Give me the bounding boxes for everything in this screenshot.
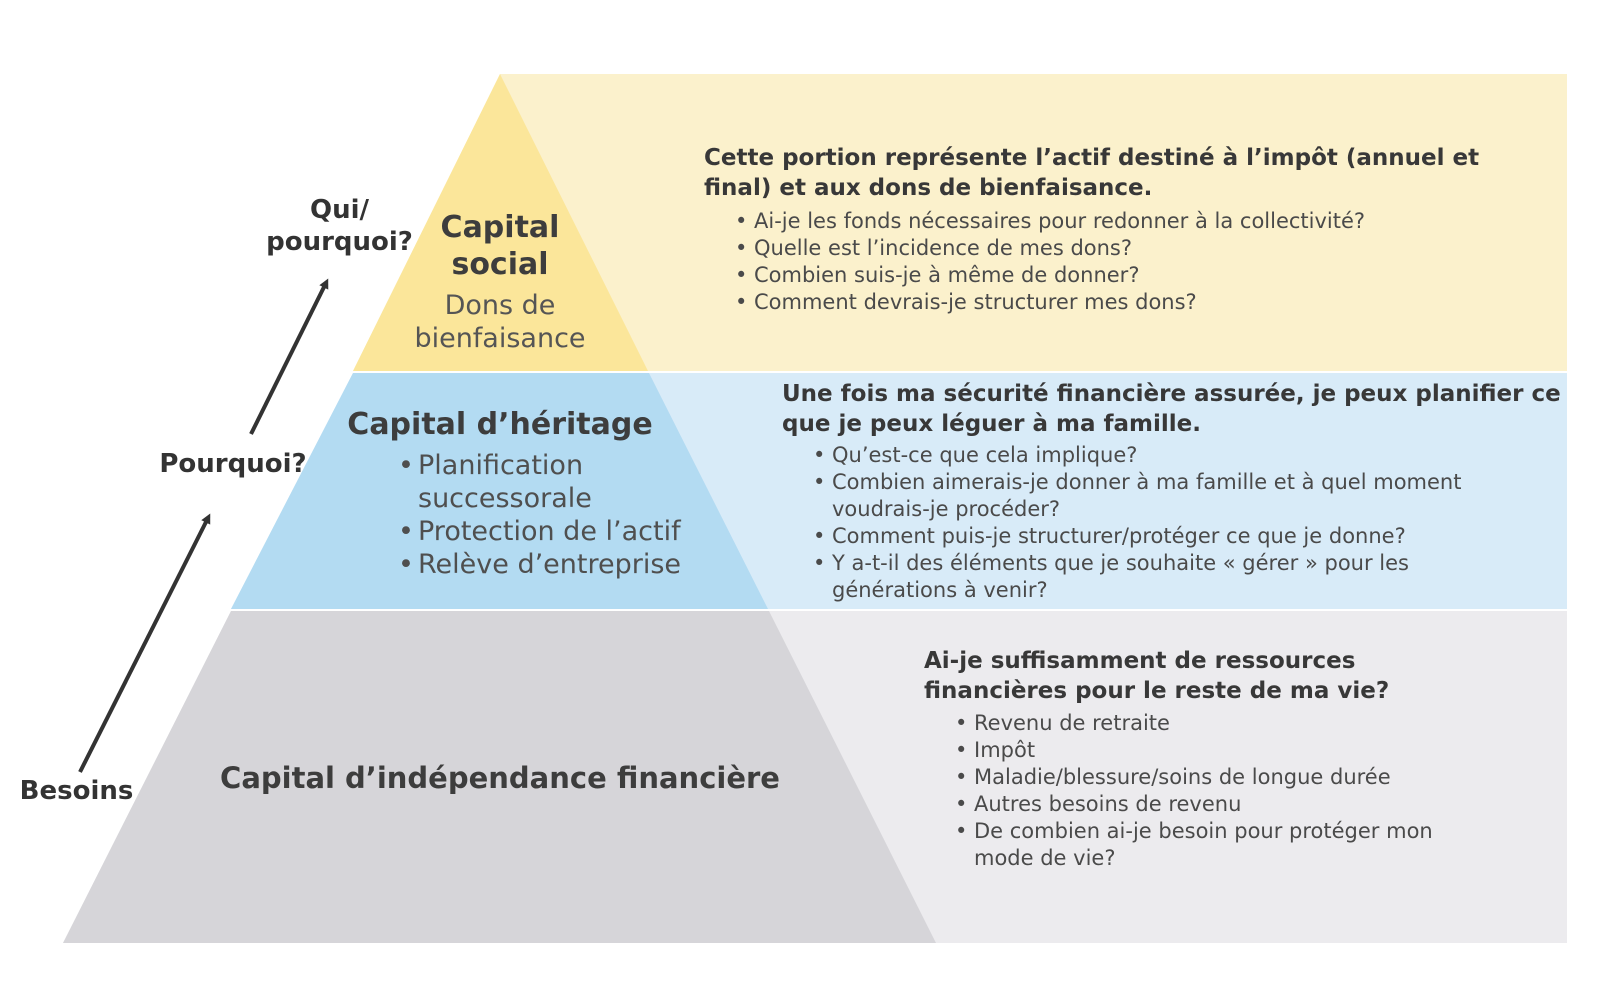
list-item: Planification successorale [398,449,618,515]
list-item: Relève d’entreprise [398,548,698,581]
list-item: Combien aimerais-je donner à ma famille … [813,469,1513,523]
list-item: Impôt [955,737,1495,764]
legacy-questions: Qu’est-ce que cela implique? Combien aim… [813,442,1513,604]
independence-questions: Revenu de retraite Impôt Maladie/blessur… [955,710,1495,872]
why-arrow [249,278,329,435]
list-item: Autres besoins de revenu [955,791,1495,818]
list-item: Maladie/blessure/soins de longue durée [955,764,1495,791]
social-title: Capital social [440,210,560,282]
axis-label-who-why: Qui/ pourquoi? [266,195,413,257]
list-item: Comment puis-je structurer/protéger ce q… [813,523,1513,550]
independence-title: Capital d’indépendance financière [220,761,780,795]
list-item: Ai-je les fonds nécessaires pour redonne… [735,208,1495,235]
legacy-headline: Une fois ma sécurité financière assurée,… [782,381,1561,437]
list-item: Revenu de retraite [955,710,1495,737]
needs-arrow [78,513,211,773]
list-item: Y a-t-il des éléments que je souhaite « … [813,550,1513,604]
axis-label-needs: Besoins [19,776,134,806]
axis-label-why: Pourquoi? [159,449,307,479]
list-item: Quelle est l’incidence de mes dons? [735,235,1495,262]
list-item: Comment devrais-je structurer mes dons? [735,289,1495,316]
list-item: Qu’est-ce que cela implique? [813,442,1513,469]
legacy-items: Planification successorale Protection de… [398,449,698,581]
social-headline: Cette portion représente l’actif destiné… [704,145,1480,201]
list-item: De combien ai-je besoin pour protéger mo… [955,818,1495,872]
list-item: Combien suis-je à même de donner? [735,262,1495,289]
social-triangle [353,74,648,371]
social-questions: Ai-je les fonds nécessaires pour redonne… [735,208,1495,316]
legacy-title: Capital d’héritage [347,407,653,442]
social-subtitle: Dons de bienfaisance [414,290,586,354]
independence-triangle [63,611,936,943]
list-item: Protection de l’actif [398,515,698,548]
independence-headline: Ai-je suffisamment de ressources financi… [924,648,1390,704]
